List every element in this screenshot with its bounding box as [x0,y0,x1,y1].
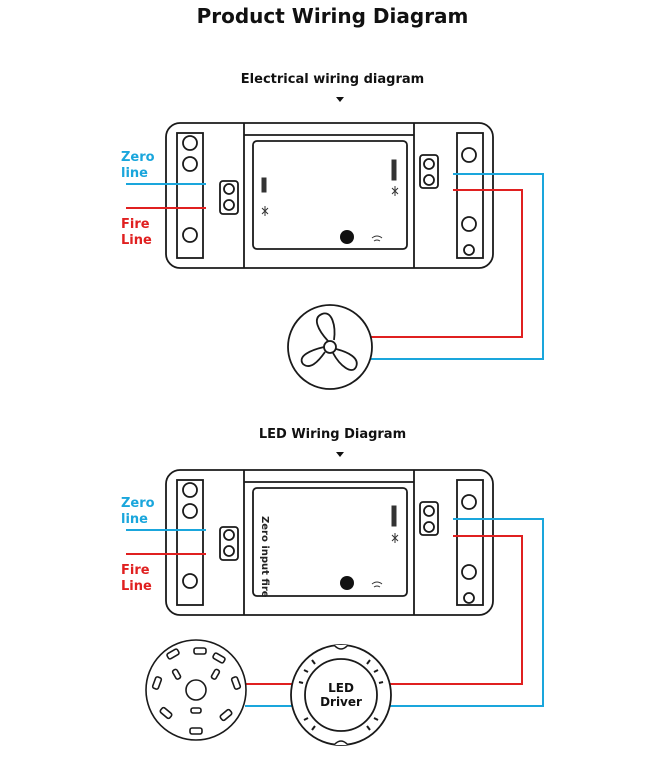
down-arrow-icon [336,452,344,457]
down-arrow-icon [336,97,344,102]
switch-module-2 [165,469,494,616]
board-label: Zero input fire [259,516,270,598]
led-driver-icon: LED Driver [290,644,392,746]
page-title: Product Wiring Diagram [196,4,469,28]
section1-subtitle: Electrical wiring diagram [240,72,425,87]
section2-subtitle: LED Wiring Diagram [258,427,407,442]
led-driver-label-1: LED [328,681,354,695]
pairing-button [340,576,354,590]
fan-icon [287,304,373,390]
pairing-button [340,230,354,244]
switch-module-1 [165,122,494,269]
wifi-icon [371,235,383,242]
pcb-markings-icon [391,505,399,543]
led-driver-label-2: Driver [320,695,362,709]
pcb-markings-icon [261,159,399,216]
led-lamp-icon [145,639,247,741]
wifi-icon [371,581,383,588]
